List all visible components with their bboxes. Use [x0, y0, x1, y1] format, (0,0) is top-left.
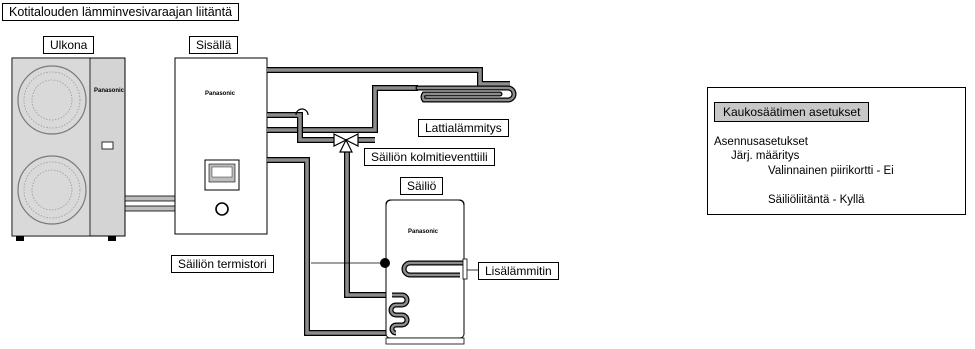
indoor-unit — [174, 57, 268, 235]
fan-grille-bottom — [17, 155, 87, 225]
settings-line-system-config: Järj. määritys — [731, 150, 800, 162]
settings-line-tank-connection: Säiliöliitäntä - Kyllä — [768, 194, 865, 206]
label-three-way-valve: Säiliön kolmitieventtiili — [364, 148, 495, 166]
leader-lines — [311, 262, 478, 271]
power-knob — [215, 202, 229, 216]
water-pipes — [267, 67, 510, 336]
fan-grille-top — [17, 65, 87, 135]
floor-heating-coil — [415, 85, 517, 103]
label-booster-heater: Lisälämmitin — [478, 262, 559, 280]
brand-logo-indoor: Panasonic — [205, 91, 236, 97]
label-tank-thermistor: Säiliön termistori — [171, 255, 274, 273]
label-floor-heating: Lattialämmitys — [418, 119, 509, 137]
settings-line-optional-pcb: Valinnainen piirikortti - Ei — [768, 165, 894, 177]
three-way-valve-symbol — [333, 133, 359, 153]
outdoor-unit — [11, 57, 126, 241]
hot-water-tank — [385, 199, 468, 345]
thermistor-dot — [380, 258, 390, 268]
settings-panel: Kaukosäätimen asetukset Asennusasetukset… — [707, 87, 966, 215]
brand-logo-outdoor: Panasonic — [94, 88, 125, 94]
settings-line-installation: Asennusasetukset — [714, 136, 808, 148]
label-tank: Säiliö — [400, 177, 444, 195]
diagram-title: Kotitalouden lämminvesivaraajan liitäntä — [2, 3, 240, 21]
settings-title: Kaukosäätimen asetukset — [714, 102, 870, 122]
brand-logo-tank: Panasonic — [408, 229, 439, 235]
label-indoor: Sisällä — [189, 36, 239, 54]
label-outdoor: Ulkona — [43, 36, 95, 54]
service-handle — [101, 141, 114, 150]
refrigerant-pipes — [124, 195, 176, 212]
